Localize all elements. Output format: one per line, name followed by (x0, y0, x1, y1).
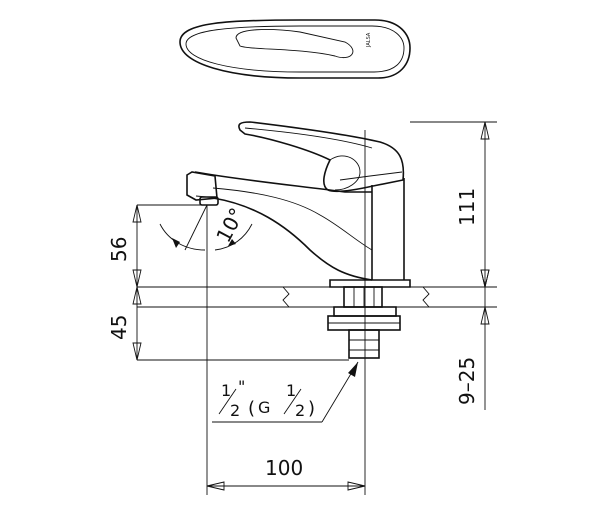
dimension-100: 100 (206, 456, 366, 491)
angle-annotation: 10° (159, 204, 253, 251)
dimension-45-label: 45 (107, 315, 131, 340)
thread-g-label: G (258, 398, 270, 417)
dimension-9-25-label: 9–25 (455, 357, 479, 405)
dimension-111-label: 111 (455, 188, 479, 226)
thread-nominal-suffix: " (238, 377, 245, 396)
angle-label: 10° (211, 204, 249, 247)
dimension-56-label: 56 (107, 237, 131, 262)
thread-open-paren: ( (248, 398, 255, 419)
dimension-9-25: 9–25 (455, 269, 490, 410)
deck-lines (137, 286, 497, 308)
thread-nominal-whole: 1 (221, 381, 231, 400)
dimension-56: 56 (107, 204, 142, 288)
brand-logo-mark: JALSA (366, 32, 372, 48)
reference-lines (137, 121, 497, 495)
dimension-111: 111 (455, 121, 490, 288)
thread-g-whole: 1 (286, 381, 296, 400)
thread-g-den: 2 (295, 401, 305, 420)
thread-nominal-den: 2 (230, 401, 240, 420)
thread-callout: 1 2 " ( G 1 2 ) (212, 361, 359, 423)
dimension-100-label: 100 (265, 456, 303, 480)
handle-top-view: JALSA (179, 19, 411, 79)
thread-close-paren: ) (308, 398, 315, 419)
dimension-45: 45 (107, 286, 142, 361)
